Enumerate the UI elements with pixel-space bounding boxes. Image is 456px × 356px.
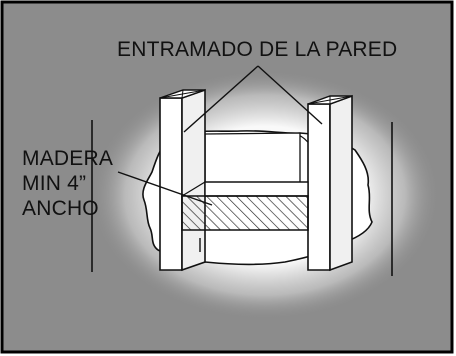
wood-blocking-label: MADERA MIN 4” ANCHO (22, 146, 113, 221)
wall-framing-label: ENTRAMADO DE LA PARED (117, 38, 398, 61)
wood-label-line-2: MIN 4” (22, 172, 87, 195)
wood-blocking (181, 181, 309, 231)
wood-label-line-3: ANCHO (22, 197, 99, 220)
framing-leader-left (183, 65, 259, 133)
framing-leader-right (257, 65, 323, 125)
left-stud (159, 88, 206, 272)
right-stud (307, 94, 353, 272)
wood-leader (117, 171, 213, 206)
wood-label-line-1: MADERA (22, 147, 114, 170)
